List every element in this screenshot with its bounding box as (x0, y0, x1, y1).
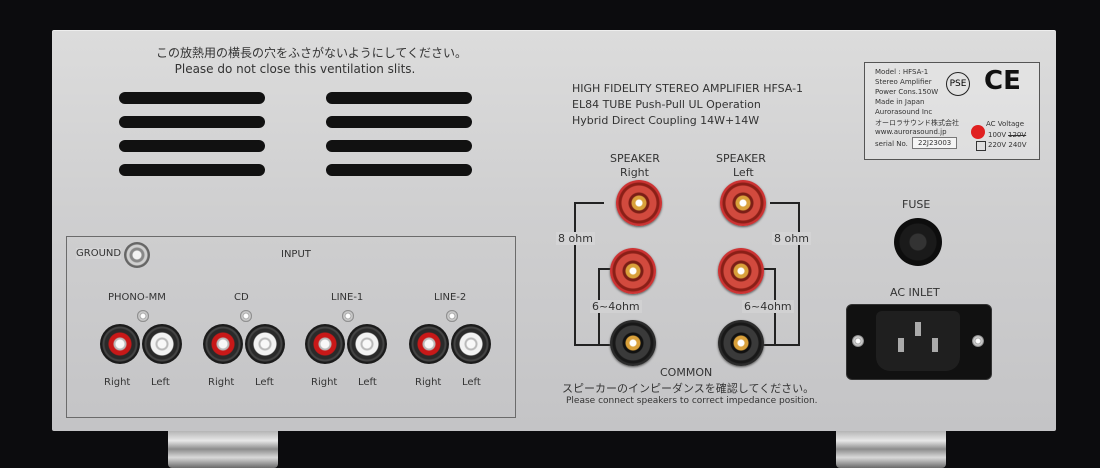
rca-jack-right[interactable] (203, 324, 243, 364)
vent-slit (119, 116, 265, 128)
rating-ac-220: 220V 240V (988, 141, 1027, 149)
inlet-screw (972, 335, 984, 347)
inlet-screw (852, 335, 864, 347)
voltage-indicator-dot (971, 125, 985, 139)
ground-terminal[interactable] (124, 242, 150, 268)
ohm8-left-label: 8 ohm (556, 232, 595, 245)
rca-left-label: Left (255, 377, 274, 388)
speaker-post-left-common[interactable] (718, 320, 764, 366)
model-title-line2: EL84 TUBE Push-Pull UL Operation (572, 98, 761, 111)
input-group-name: PHONO-MM (108, 292, 166, 303)
rca-jack-left[interactable] (451, 324, 491, 364)
rating-maker-jp: オーロラサウンド株式会社 (875, 119, 959, 127)
input-title: INPUT (281, 249, 311, 260)
pse-mark-icon: PSE (946, 72, 970, 96)
bracket-8ohm-right (770, 202, 800, 346)
vent-slit (119, 140, 265, 152)
ac-inlet-label: AC INLET (890, 286, 940, 299)
speaker-left-sub: Left (733, 166, 754, 179)
vent-slit (119, 92, 265, 104)
input-group-name: CD (234, 292, 249, 303)
speaker-post-right-64ohm[interactable] (610, 248, 656, 294)
vent-note-en: Please do not close this ventilation sli… (174, 62, 416, 76)
speaker-post-left-64ohm[interactable] (718, 248, 764, 294)
rating-ac-120: 120V (1008, 131, 1027, 139)
speaker-right-sub: Right (620, 166, 649, 179)
vent-slit (326, 140, 472, 152)
left-foot (168, 426, 278, 468)
common-label: COMMON (660, 366, 713, 379)
rca-jack-right[interactable] (305, 324, 345, 364)
rca-jack-right[interactable] (100, 324, 140, 364)
rating-serial-label: serial No. (875, 140, 908, 148)
rating-origin: Made in Japan (875, 98, 925, 106)
ground-screw (446, 310, 458, 322)
inlet-pin (932, 338, 938, 352)
rca-right-label: Right (415, 377, 442, 388)
rca-jack-left[interactable] (347, 324, 387, 364)
input-group-name: LINE-1 (331, 292, 364, 303)
rca-right-label: Right (208, 377, 235, 388)
vent-slit (326, 116, 472, 128)
fuse-label: FUSE (902, 198, 931, 211)
speaker-note-jp: スピーカーのインピーダンスを確認してください。 (562, 382, 815, 395)
ground-label: GROUND (76, 248, 122, 259)
rating-power: Power Cons.150W (875, 88, 939, 96)
ground-screw (137, 310, 149, 322)
speaker-note-en: Please connect speakers to correct imped… (566, 396, 818, 406)
fuse-holder[interactable] (894, 218, 942, 266)
speaker-right-title: SPEAKER (610, 152, 660, 165)
rca-jack-right[interactable] (409, 324, 449, 364)
rating-type: Stereo Amplifier (875, 78, 932, 86)
ohm8-right-label: 8 ohm (772, 232, 811, 245)
model-title-line3: Hybrid Direct Coupling 14W+14W (572, 114, 760, 127)
vent-slit (119, 164, 265, 176)
ce-mark-icon: CE (984, 66, 1021, 96)
rating-serial-value: 22J23003 (912, 137, 958, 149)
speaker-post-right-8ohm[interactable] (616, 180, 662, 226)
speaker-post-right-common[interactable] (610, 320, 656, 366)
vent-slit (326, 92, 472, 104)
inlet-pin (898, 338, 904, 352)
rca-left-label: Left (462, 377, 481, 388)
ohm64-left-label: 6~4ohm (590, 300, 642, 313)
rca-right-label: Right (104, 377, 131, 388)
ac-inlet-core (876, 311, 960, 371)
rca-left-label: Left (358, 377, 377, 388)
input-group-name: LINE-2 (434, 292, 467, 303)
bracket-8ohm-left (574, 202, 604, 346)
rating-ac-100: 100V (988, 131, 1007, 139)
voltage-checkbox (976, 141, 986, 151)
ground-screw (342, 310, 354, 322)
rating-ac-voltage-title: AC Voltage (986, 120, 1025, 128)
speaker-post-left-8ohm[interactable] (720, 180, 766, 226)
vent-slit (326, 164, 472, 176)
inlet-pin (915, 322, 921, 336)
rca-jack-left[interactable] (142, 324, 182, 364)
rating-website: www.aurorasound.jp (875, 128, 947, 136)
rca-right-label: Right (311, 377, 338, 388)
speaker-left-title: SPEAKER (716, 152, 766, 165)
vent-note-jp: この放熱用の横長の穴をふさがないようにしてください。 (156, 46, 468, 60)
ground-screw (240, 310, 252, 322)
ohm64-right-label: 6~4ohm (742, 300, 794, 313)
rca-jack-left[interactable] (245, 324, 285, 364)
rating-model: Model : HFSA-1 (875, 68, 929, 76)
rating-maker-en: Aurorasound Inc (875, 108, 933, 116)
input-section-frame (66, 236, 516, 418)
model-title-line1: HIGH FIDELITY STEREO AMPLIFIER HFSA-1 (572, 82, 804, 95)
right-foot (836, 426, 946, 468)
rca-left-label: Left (151, 377, 170, 388)
